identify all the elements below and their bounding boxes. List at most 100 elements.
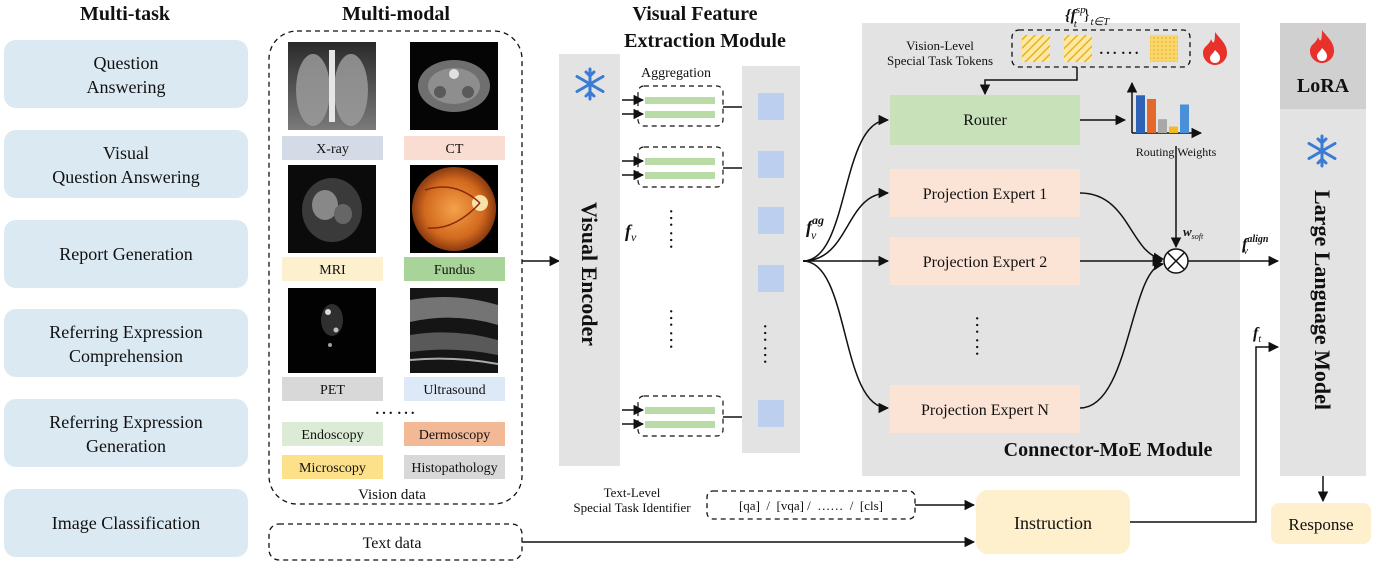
fanout-curves (802, 114, 890, 414)
vfe-header-line2: Extraction Module (624, 30, 786, 52)
lora-flame-icon (1310, 30, 1334, 63)
aggregation-group (622, 85, 757, 127)
text-identifier-label-line1: Text-Level (604, 485, 661, 500)
feature-tokens (758, 93, 784, 427)
encoder-snowflake-icon (575, 67, 605, 101)
task-label-line1: Referring Expression (49, 322, 202, 342)
fundus-image (410, 165, 498, 253)
ct-image (410, 42, 498, 130)
task-box: Image Classification (4, 489, 248, 557)
text-feature-label: ft (1253, 325, 1261, 345)
extra-modality-box: Microscopy (282, 455, 383, 479)
extra-modality-label: Endoscopy (301, 428, 363, 443)
expert-vertical-dots: …… (971, 315, 993, 359)
vfe-header-line1: Visual Feature (633, 3, 758, 25)
aggregation-group (622, 146, 757, 188)
special-token-ellipsis: …… (1098, 37, 1142, 59)
feature-token (758, 207, 784, 234)
task-label-line1: Image Classification (52, 513, 200, 533)
extra-modality-label: Microscopy (299, 461, 366, 476)
visual-encoder-block (559, 54, 620, 466)
task-label-line1: Visual (103, 143, 149, 163)
multi-modal-header: Multi-modal (342, 3, 450, 25)
llm-label: Large Language Model (1310, 190, 1335, 410)
modality-label: Fundus (434, 263, 475, 278)
routing-weight-bar (1169, 126, 1178, 133)
feature-vertical-dots: …… (759, 323, 781, 367)
pet-image (288, 288, 376, 373)
w-soft-label: wsoft (1183, 224, 1204, 241)
modality-label-box: CT (404, 136, 505, 160)
special-token-box (1011, 29, 1191, 68)
combine-curves (1079, 146, 1182, 409)
response-block (1271, 503, 1371, 544)
feature-token-column (742, 66, 800, 453)
visual-encoder-label: Visual Encoder (577, 202, 602, 346)
extra-modality-box: Dermoscopy (404, 422, 505, 446)
connector-moe-title: Connector-MoE Module (1004, 439, 1213, 461)
aggregation-vertical-dots-1: …… (665, 208, 687, 252)
routing-weight-bar (1180, 104, 1189, 133)
modality-label: CT (446, 142, 464, 157)
special-token-n (1150, 35, 1178, 62)
feature-token (758, 93, 784, 120)
extra-modality-label: Histopathology (411, 461, 497, 476)
task-label-line2: Generation (86, 436, 166, 456)
task-label-line2: Question Answering (52, 167, 200, 187)
modality-label: Ultrasound (423, 383, 485, 398)
expert-blocks: Projection Expert 1 Projection Expert 2 Pr… (890, 169, 1080, 433)
instruction-label: Instruction (1014, 513, 1092, 533)
aggregation-group (622, 395, 757, 437)
modality-label: PET (320, 383, 345, 398)
expert-label: Projection Expert 1 (923, 186, 1047, 203)
aggregation-vertical-dots-2: …… (665, 308, 687, 352)
weighted-sum-operator (1163, 248, 1189, 274)
encoder-feature-fv: fv (625, 221, 637, 244)
extra-modality-box: Endoscopy (282, 422, 383, 446)
ultrasound-image (409, 288, 499, 373)
task-label-line1: Report Generation (59, 244, 192, 264)
router-block[interactable] (890, 95, 1080, 145)
feature-token (758, 265, 784, 292)
instruction-block (976, 490, 1130, 554)
task-label-line1: Referring Expression (49, 412, 202, 432)
task-label-line2: Comprehension (69, 346, 183, 366)
text-data-label: Text data (363, 535, 422, 552)
projection-expert-block: Projection Expert N (890, 385, 1080, 433)
projection-expert-block: Projection Expert 2 (890, 237, 1080, 285)
router-label: Router (963, 112, 1007, 129)
modality-label: MRI (319, 263, 346, 278)
modality-label-box: X-ray (282, 136, 383, 160)
aggregation-groups (622, 85, 757, 437)
routing-weight-bar (1136, 95, 1145, 133)
modality-label: X-ray (316, 142, 349, 157)
extra-modality-label: Dermoscopy (419, 428, 491, 443)
task-label-line1: Question (94, 53, 159, 73)
response-label: Response (1288, 515, 1353, 534)
extra-modality-box: Histopathology (404, 455, 505, 479)
modality-label-box: PET (282, 377, 383, 401)
text-identifier-value: [qa] / [vqa] / …… / [cls] (739, 498, 883, 513)
expert-label: Projection Expert N (921, 402, 1049, 419)
aggregation-label: Aggregation (641, 66, 711, 81)
special-token-2 (1064, 35, 1092, 62)
special-token-1 (1022, 35, 1050, 62)
modality-label-box: MRI (282, 257, 383, 281)
feature-token (758, 151, 784, 178)
routing-weights-chart (1126, 81, 1203, 139)
connector-flame-icon (1203, 32, 1227, 65)
task-box: Report Generation (4, 220, 248, 288)
routing-weight-bar (1158, 119, 1167, 133)
vision-data-label: Vision data (358, 487, 426, 503)
modality-label-box: Ultrasound (404, 377, 505, 401)
